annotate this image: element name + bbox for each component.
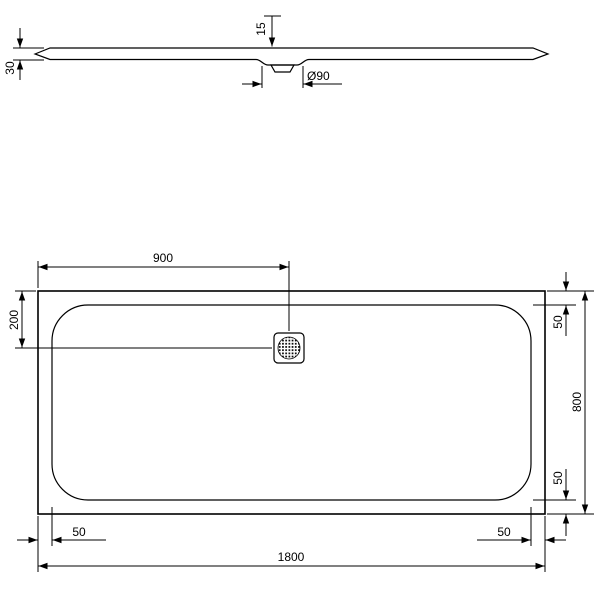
dim-label-drain-from-top: 200 xyxy=(7,310,21,330)
dim-label-drain-from-left: 900 xyxy=(153,251,173,265)
dim-label-tray-height: 30 xyxy=(3,61,17,75)
tray-inner-edge xyxy=(51,304,532,501)
dim-label-overall-depth: 800 xyxy=(570,392,584,412)
tray-outer-edge xyxy=(37,290,546,515)
bottom-extension-lines xyxy=(37,507,546,572)
plan-view: 900 200 50 800 xyxy=(7,251,594,572)
dimension-drain-from-left: 900 xyxy=(37,251,290,331)
tray-profile-outline xyxy=(33,47,550,66)
waste-outlet-profile xyxy=(269,64,296,73)
dimension-overall-width: 1800 xyxy=(38,550,545,570)
dimension-drain-from-top: 200 xyxy=(7,290,272,349)
dim-label-recess-depth: 15 xyxy=(254,22,268,36)
dimension-recess-depth: 15 xyxy=(254,15,281,47)
dim-label-drain-diameter: Ø90 xyxy=(307,69,330,83)
dimension-right-edge: 50 xyxy=(477,525,566,544)
dimension-top-edge: 50 xyxy=(551,272,570,336)
dim-label-bottom-edge: 50 xyxy=(551,471,565,485)
dim-label-overall-width: 1800 xyxy=(278,550,305,564)
dim-label-top-edge: 50 xyxy=(551,315,565,329)
dim-label-right-edge: 50 xyxy=(497,525,511,539)
drain-grate xyxy=(273,332,305,364)
dimension-left-edge: 50 xyxy=(17,525,106,544)
dimension-tray-height: 30 xyxy=(3,28,44,80)
dimension-bottom-edge: 50 xyxy=(551,469,570,536)
profile-view: 15 30 Ø90 xyxy=(3,15,550,88)
dimension-overall-depth: 800 xyxy=(570,291,589,514)
dim-label-left-edge: 50 xyxy=(72,525,86,539)
right-extension-lines xyxy=(533,290,594,515)
dimension-drain-diameter: Ø90 xyxy=(242,66,342,88)
